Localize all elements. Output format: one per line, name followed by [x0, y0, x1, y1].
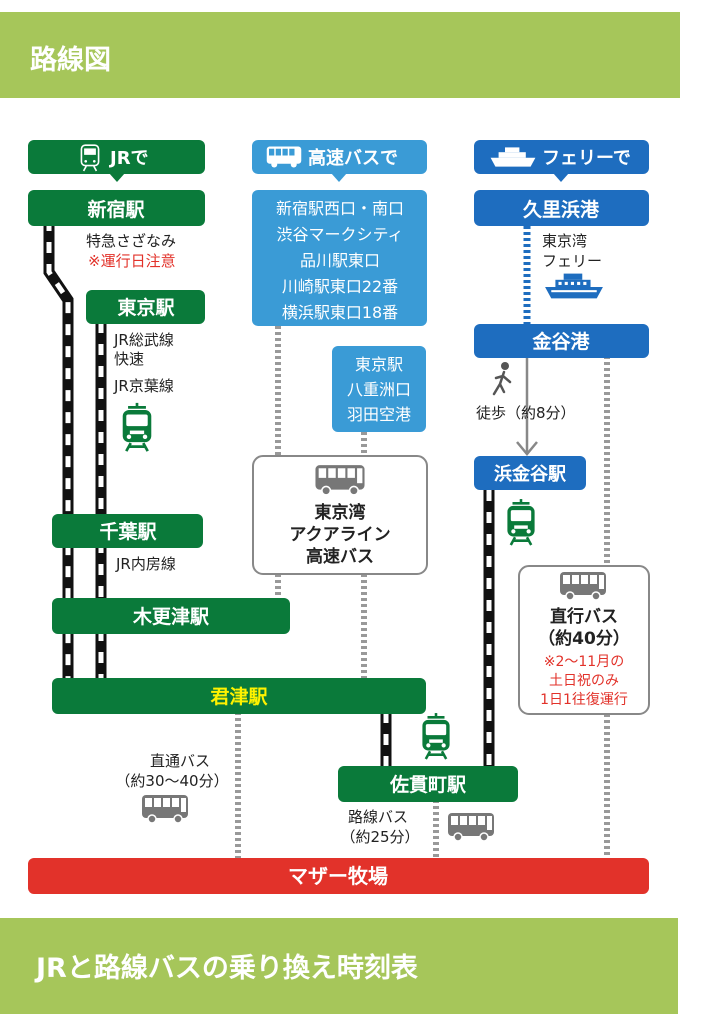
- svg-text:金谷港: 金谷港: [531, 330, 590, 353]
- bus-routes: [235, 326, 610, 860]
- svg-text:千葉駅: 千葉駅: [99, 521, 157, 543]
- svg-text:羽田空港: 羽田空港: [347, 405, 411, 424]
- timetable-title[interactable]: JRと路線バスの乗り換え時刻表: [36, 953, 418, 984]
- header-banner: 路線図: [0, 12, 680, 98]
- svg-text:川崎駅東口22番: 川崎駅東口22番: [282, 277, 398, 296]
- svg-text:東京湾: 東京湾: [542, 232, 587, 250]
- jr-column-header: JRで: [28, 140, 205, 182]
- ferry-column-header: フェリーで: [474, 140, 649, 182]
- svg-text:※運行日注意: ※運行日注意: [88, 252, 176, 270]
- svg-text:東京駅: 東京駅: [117, 296, 175, 319]
- jr-annotations: 特急さざなみ ※運行日注意 JR総武線 快速 JR京葉線 JR内房線: [86, 232, 176, 573]
- footer-banner: JRと路線バスの乗り換え時刻表: [0, 918, 678, 1014]
- svg-text:（約25分）: （約25分）: [340, 828, 419, 846]
- svg-text:新宿駅: 新宿駅: [87, 198, 145, 221]
- train-icon: [421, 711, 451, 761]
- page-title: 路線図: [30, 45, 111, 76]
- svg-text:JR総武線: JR総武線: [113, 331, 174, 349]
- aqualine-bus-box: 東京湾 アクアライン 高速バス: [252, 455, 428, 575]
- train-icon: [121, 402, 153, 452]
- walker-icon: [492, 362, 512, 396]
- svg-text:直行バス: 直行バス: [550, 606, 618, 627]
- station-kimitsu: 君津駅: [52, 678, 426, 714]
- svg-text:東京駅: 東京駅: [355, 355, 403, 374]
- station-sanukimachi: 佐貫町駅: [338, 766, 518, 802]
- ship-icon: [545, 273, 603, 299]
- bus-icon: [447, 812, 495, 842]
- svg-text:JR京葉線: JR京葉線: [113, 377, 174, 395]
- bus-icon: [141, 794, 189, 824]
- bus-stops-main: 新宿駅西口・南口 渋谷マークシティ 品川駅東口 川崎駅東口22番 横浜駅東口18…: [252, 190, 427, 326]
- svg-text:新宿駅西口・南口: 新宿駅西口・南口: [276, 199, 404, 218]
- direct-bus-box: 直行バス （約40分） ※2～11月の 土日祝のみ 1日1往復運行: [518, 565, 650, 715]
- svg-text:高速バス: 高速バス: [306, 546, 374, 567]
- svg-text:JRで: JRで: [108, 148, 149, 169]
- bus-stops-tokyo: 東京駅 八重洲口 羽田空港: [332, 346, 426, 432]
- station-hamakanaya: 浜金谷駅: [474, 456, 586, 490]
- svg-text:フェリー: フェリー: [542, 252, 602, 270]
- svg-text:渋谷マークシティ: 渋谷マークシティ: [276, 225, 403, 244]
- port-kurihama: 久里浜港: [474, 190, 649, 226]
- svg-text:JR内房線: JR内房線: [115, 555, 176, 573]
- svg-text:特急さざなみ: 特急さざなみ: [86, 232, 176, 250]
- svg-text:佐貫町駅: 佐貫町駅: [389, 773, 467, 796]
- bus-column-header: 高速バスで: [252, 140, 427, 182]
- svg-text:フェリーで: フェリーで: [542, 148, 631, 169]
- svg-text:八重洲口: 八重洲口: [347, 380, 411, 399]
- svg-text:※2～11月の: ※2～11月の: [544, 654, 624, 670]
- svg-text:君津駅: 君津駅: [210, 685, 268, 708]
- station-tokyo: 東京駅: [86, 290, 205, 324]
- bus-annotations: 直通バス （約30～40分） 路線バス （約25分）: [115, 752, 419, 846]
- port-kanaya: 金谷港: [474, 324, 649, 358]
- train-icon: [506, 498, 536, 546]
- ferry-annotations: 東京湾 フェリー: [542, 232, 602, 270]
- svg-text:久里浜港: 久里浜港: [523, 198, 600, 221]
- station-shinjuku: 新宿駅: [28, 190, 205, 226]
- svg-text:横浜駅東口18番: 横浜駅東口18番: [282, 303, 398, 322]
- station-chiba: 千葉駅: [52, 514, 203, 548]
- walk-arrow: [516, 358, 538, 456]
- svg-text:木更津駅: 木更津駅: [132, 605, 210, 628]
- svg-text:浜金谷駅: 浜金谷駅: [494, 463, 567, 485]
- svg-text:（約40分）: （約40分）: [538, 628, 630, 649]
- svg-text:アクアライン: アクアライン: [289, 525, 390, 545]
- walk-label: 徒歩（約8分）: [476, 404, 576, 422]
- svg-text:直通バス: 直通バス: [150, 752, 210, 770]
- svg-text:（約30～40分）: （約30～40分）: [115, 772, 228, 790]
- station-kisarazu: 木更津駅: [52, 598, 290, 634]
- svg-text:快速: 快速: [114, 350, 144, 368]
- svg-text:品川駅東口: 品川駅東口: [300, 251, 380, 270]
- svg-text:東京湾: 東京湾: [315, 502, 366, 523]
- svg-text:マザー牧場: マザー牧場: [288, 864, 388, 888]
- svg-text:路線バス: 路線バス: [348, 808, 408, 826]
- station-mother-farm: マザー牧場: [28, 858, 649, 894]
- svg-text:1日1往復運行: 1日1往復運行: [540, 691, 628, 708]
- svg-text:土日祝のみ: 土日祝のみ: [549, 673, 619, 689]
- svg-text:高速バスで: 高速バスで: [308, 147, 398, 169]
